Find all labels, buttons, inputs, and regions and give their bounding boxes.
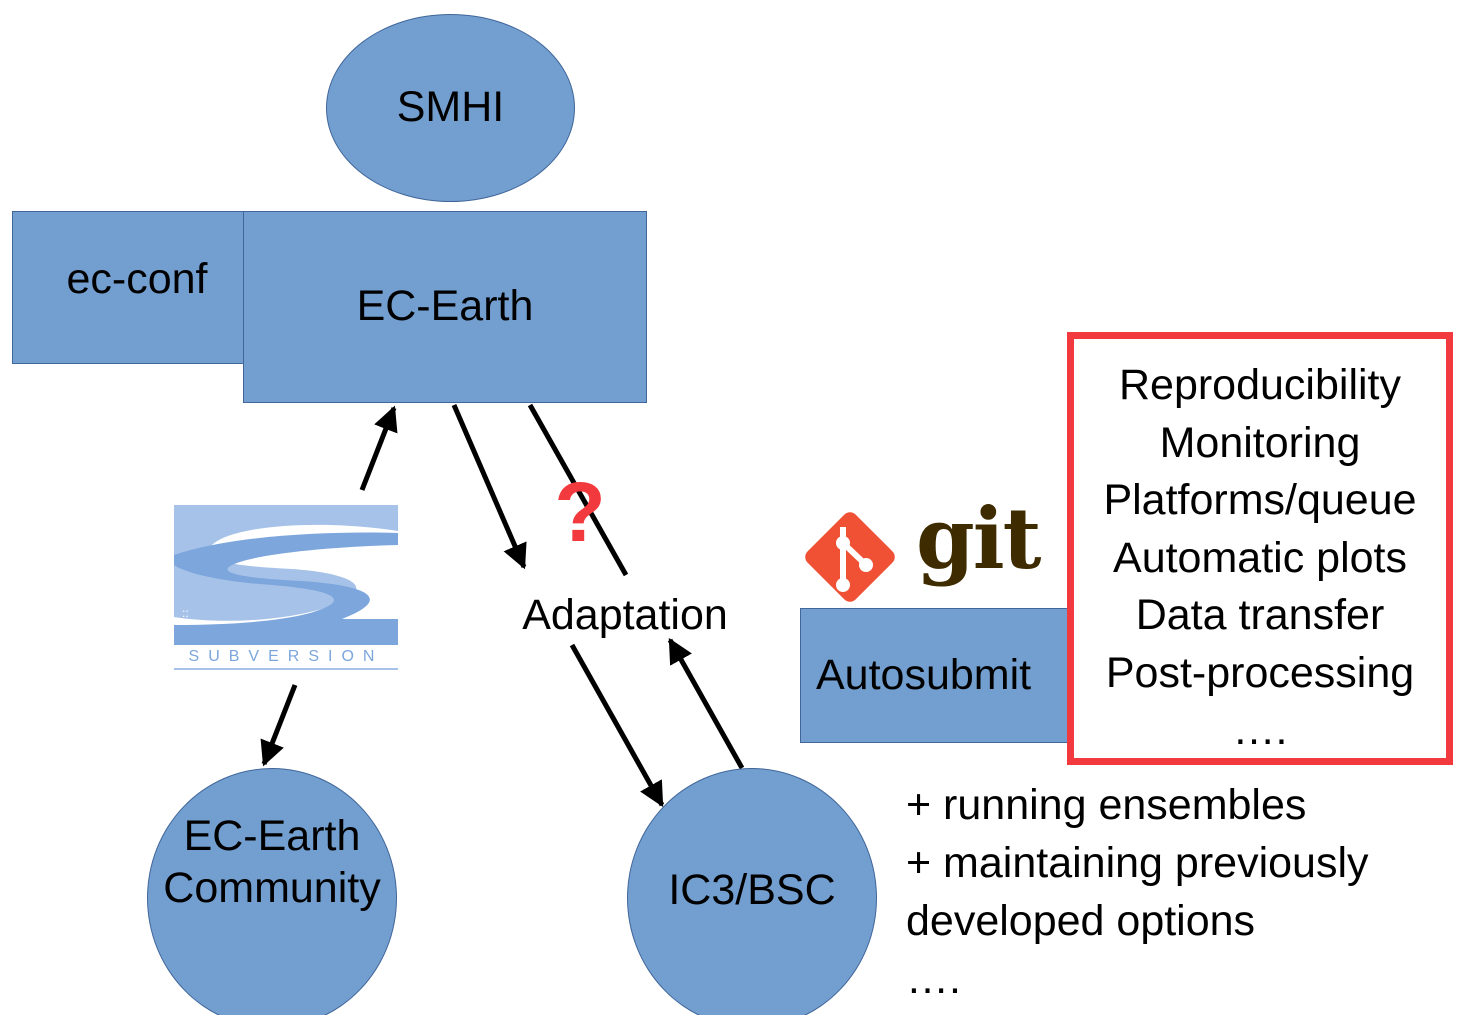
svg-text:::: :: [182, 606, 189, 620]
git-logo: git [798, 489, 1048, 605]
arrow-adaptation-to-ic3 [569, 643, 665, 808]
ic3-bsc-label: IC3/BSC [668, 866, 836, 915]
git-logo-text: git [916, 489, 1041, 588]
line-adaptation-to-ec-earth [527, 403, 629, 577]
feature-item: Post-processing [1105, 648, 1415, 697]
arrow-ec-earth-to-adaptation [451, 404, 527, 570]
ec-earth-node: EC-Earth [243, 211, 647, 403]
ic3-bsc-node: IC3/BSC [627, 768, 877, 1015]
note-line: …. [906, 955, 961, 1003]
subversion-logo-text: SUBVERSION [188, 648, 384, 665]
note-line: + running ensembles [906, 781, 1307, 829]
arrow-svn-to-ec-earth [359, 405, 398, 491]
question-mark: ? [554, 465, 606, 559]
feature-item: Reproducibility [1118, 361, 1402, 409]
feature-item: Data transfer [1135, 591, 1385, 639]
feature-item: Monitoring [1159, 418, 1361, 467]
feature-item: …. [1232, 706, 1288, 754]
note-line: developed options [906, 897, 1256, 945]
autosubmit-node: Autosubmit [800, 608, 1090, 743]
subversion-logo: :: SUBVERSION [172, 505, 400, 673]
community-node: EC-Earth Community [147, 768, 397, 1015]
feature-item: Automatic plots [1113, 533, 1407, 582]
smhi-label: SMHI [396, 83, 505, 132]
arrow-ic3-to-adaptation [667, 637, 745, 770]
arrow-svn-to-community [260, 684, 298, 767]
adaptation-label: Adaptation [522, 591, 728, 639]
feature-item: Platforms/queue [1103, 476, 1417, 524]
ec-conf-node: ec-conf [12, 211, 262, 364]
ec-earth-label: EC-Earth [356, 282, 534, 331]
ec-conf-label: ec-conf [66, 254, 208, 303]
community-label-line2: Community [163, 864, 381, 912]
smhi-node: SMHI [326, 14, 575, 202]
git-diamond-icon [805, 512, 895, 602]
community-label-line1: EC-Earth [183, 812, 361, 861]
autosubmit-label: Autosubmit [816, 650, 1032, 699]
notes-list: + running ensembles + maintaining previou… [906, 776, 1446, 1008]
note-line: + maintaining previously [906, 839, 1369, 887]
